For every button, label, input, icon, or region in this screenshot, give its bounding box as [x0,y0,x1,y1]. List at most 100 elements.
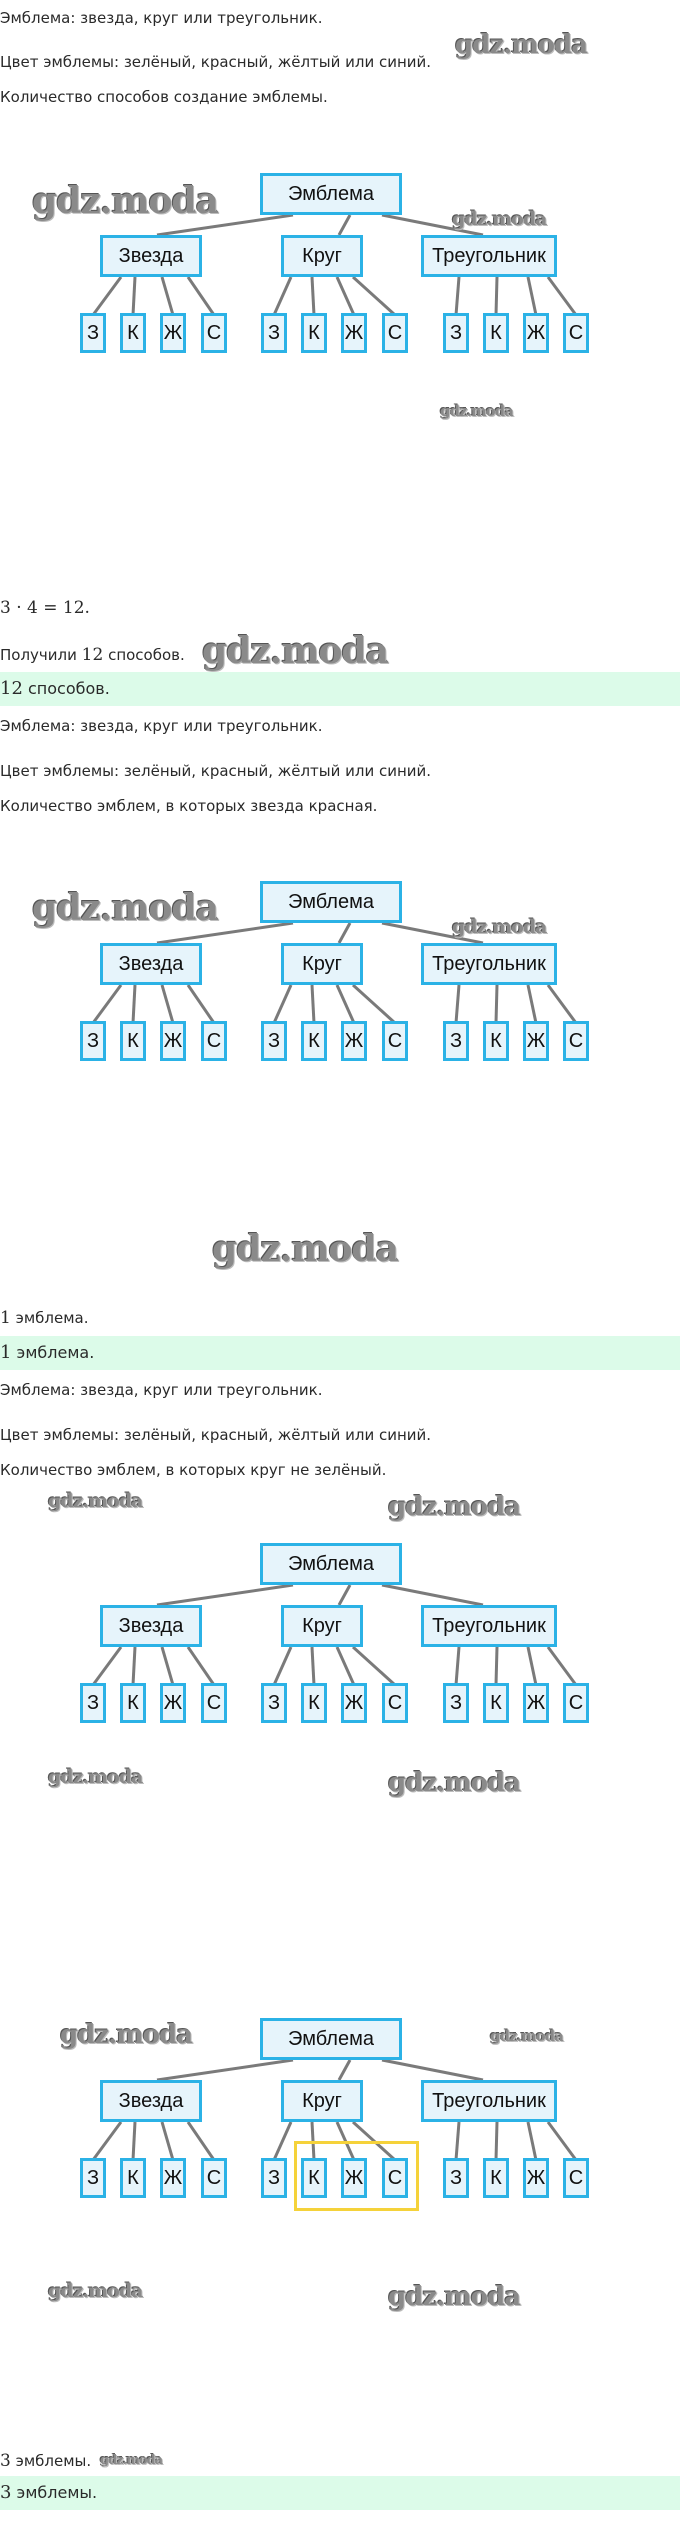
connector-shape-color [526,276,538,316]
tree-node-shape: Круг [281,235,363,277]
watermark: gdz.moda [48,2280,143,2302]
result-prefix: Получили [0,646,77,664]
tree-node-color: Ж [523,1021,549,1061]
tree-node-color: С [201,1021,227,1061]
connector-shape-color [160,276,175,316]
connector-shape-color [186,2121,216,2161]
result-line: 1 эмблема. [0,1308,89,1328]
connector-shape-color [310,1646,316,1686]
connector-shape-color [335,276,356,316]
watermark: gdz.moda [60,2020,193,2050]
connector-shape-color [131,276,137,316]
connector-shape-color [131,2121,137,2161]
connector-shape-color [454,276,461,316]
connector-shape-color [186,276,216,316]
connector-shape-color [310,276,316,316]
watermark: gdz.moda [32,180,219,222]
connector-shape-color [546,1646,578,1686]
connector-shape-color [546,2121,578,2161]
result-line: 3 эмблемы. [0,2451,92,2471]
tree-node-color: С [201,313,227,353]
tree-node-color: К [483,2158,509,2198]
tree-node-color: Ж [160,1683,186,1723]
tree-node-root: Эмблема [260,881,402,923]
result-suffix: способов. [108,646,185,664]
tree-node-color: С [563,313,589,353]
answer-text: 3 эмблемы. [0,2482,98,2503]
tree-node-color: С [382,2158,408,2198]
tree-node-color: Ж [341,1683,367,1723]
tree-node-color: К [301,313,327,353]
tree-node-color: Ж [160,1021,186,1061]
watermark: gdz.moda [388,2282,521,2312]
tree-node-shape: Звезда [100,943,202,985]
tree-node-color: З [80,1683,106,1723]
connector-shape-color [351,275,397,317]
tree-node-color: С [201,1683,227,1723]
watermark: gdz.moda [440,402,514,420]
answer-text: 12 способов. [0,678,110,699]
tree-node-color: К [120,1021,146,1061]
tree-node-shape: Треугольник [421,1605,557,1647]
tree-node-root: Эмблема [260,173,402,215]
tree-node-color: С [382,1683,408,1723]
tree-node-color: К [120,2158,146,2198]
connector-shape-color [91,276,123,316]
watermark: gdz.moda [48,1490,143,1512]
connector-shape-color [186,1646,216,1686]
question: Количество эмблем, в которых звезда крас… [0,797,378,815]
tree-node-shape: Звезда [100,1605,202,1647]
answer-text: 1 эмблема. [0,1342,95,1363]
connector-root-shape [381,1583,484,1607]
connector-shape-color [351,1645,397,1687]
connector-shape-color [272,2121,293,2161]
given-color: Цвет эмблемы: зелёный, красный, жёлтый и… [0,762,432,780]
connector-shape-color [494,1646,499,1686]
connector-shape-color [160,2121,175,2161]
tree-node-root: Эмблема [260,2018,402,2060]
tree-node-shape: Звезда [100,235,202,277]
tree-node-color: С [563,1021,589,1061]
tree-node-color: З [443,1021,469,1061]
watermark: gdz.moda [202,630,389,672]
connector-shape-color [454,984,461,1024]
connector-shape-color [526,1646,538,1686]
tree-node-color: Ж [523,1683,549,1723]
connector-shape-color [494,984,499,1024]
tree-node-shape: Треугольник [421,943,557,985]
watermark: gdz.moda [212,1228,399,1270]
tree-node-shape: Круг [281,943,363,985]
connector-shape-color [546,984,578,1024]
connector-shape-color [160,984,175,1024]
connector-layer [91,2058,578,2162]
tree-node-color: З [261,1021,287,1061]
connector-root-shape [381,2058,484,2082]
connector-root-shape [381,213,484,237]
connector-shape-color [272,984,293,1024]
connector-shape-color [160,1646,175,1686]
tree-node-color: С [382,313,408,353]
tree-node-color: С [563,1683,589,1723]
connector-shape-color [310,984,316,1024]
tree-node-root: Эмблема [260,1543,402,1585]
tree-node-color: К [301,2158,327,2198]
tree-node-color: З [80,2158,106,2198]
tree-node-color: З [80,313,106,353]
connector-shape-color [335,984,356,1024]
connector-root-shape [381,921,484,945]
given-shape: Эмблема: звезда, круг или треугольник. [0,9,323,27]
given-color: Цвет эмблемы: зелёный, красный, жёлтый и… [0,1426,432,1444]
watermark: gdz.moda [455,30,588,60]
tree-node-color: С [201,2158,227,2198]
connector-shape-color [494,2121,499,2161]
result-number: 12 [81,645,104,665]
watermark: gdz.moda [32,887,219,929]
connector-shape-color [526,984,538,1024]
tree-node-color: К [301,1683,327,1723]
connector-root-shape [156,2058,294,2082]
tree-node-color: К [483,1021,509,1061]
watermark: gdz.moda [388,1768,521,1798]
